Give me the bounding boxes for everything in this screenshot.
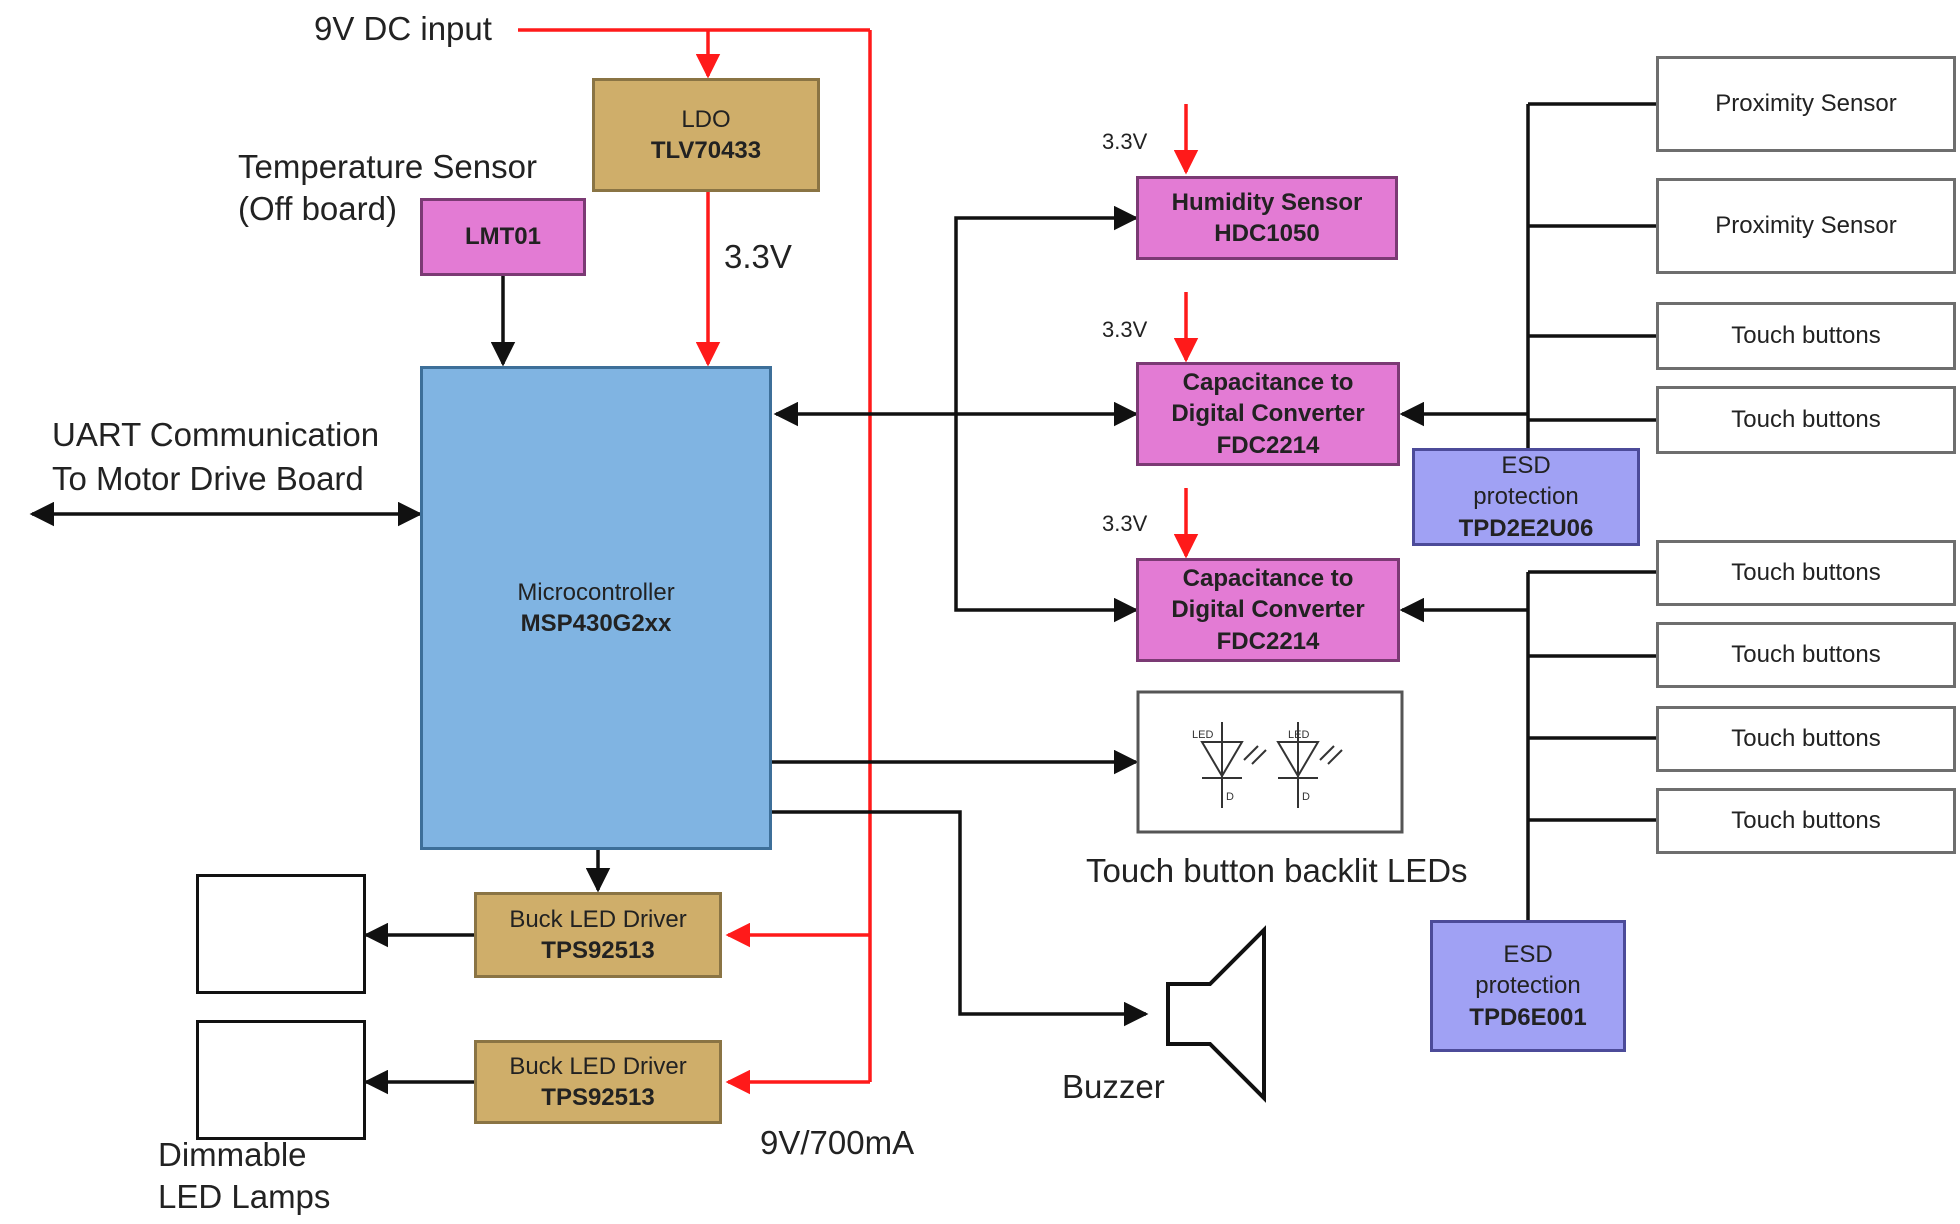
cdc1-title2: Digital Converter bbox=[1171, 400, 1365, 428]
esd1-block: ESD protection TPD2E2U06 bbox=[1412, 448, 1640, 546]
v33-cdc2-label: 3.3V bbox=[1102, 511, 1148, 536]
bus-to-humidity bbox=[954, 205, 1139, 414]
led1-top-label: LED bbox=[1192, 729, 1213, 741]
uart-label-1: UART Communication bbox=[52, 416, 380, 453]
touch-buttons-1: Touch buttons bbox=[1656, 302, 1956, 370]
lamps-label-1: Dimmable bbox=[158, 1136, 307, 1173]
esd2-block: ESD protection TPD6E001 bbox=[1430, 920, 1626, 1052]
esd1-part: TPD2E2U06 bbox=[1458, 514, 1594, 542]
esd1-title: ESD bbox=[1501, 452, 1551, 480]
led2-bottom-label: D bbox=[1302, 791, 1310, 803]
proximity-sensor-1: Proximity Sensor bbox=[1656, 56, 1956, 152]
uart-label-2: To Motor Drive Board bbox=[52, 460, 364, 497]
led1-bottom-label: D bbox=[1226, 791, 1234, 803]
lmt01-part: LMT01 bbox=[464, 223, 541, 251]
ldo-part: TLV70433 bbox=[650, 137, 762, 164]
bus-to-cdc2 bbox=[954, 414, 1139, 623]
lmt01-block: LMT01 bbox=[420, 198, 586, 276]
buck1-title: Buck LED Driver bbox=[509, 905, 687, 933]
mcu-to-buzzer bbox=[772, 810, 1149, 1027]
signal-wires bbox=[29, 102, 1656, 1095]
v33-humidity-label: 3.3V bbox=[1102, 129, 1148, 154]
cdc2-block: Capacitance to Digital Converter FDC2214 bbox=[1136, 558, 1400, 662]
buck2-title: Buck LED Driver bbox=[509, 1052, 687, 1080]
ldo-title: LDO bbox=[681, 105, 731, 133]
cdc2-title2: Digital Converter bbox=[1171, 596, 1365, 624]
esd2-part: TPD6E001 bbox=[1469, 1003, 1587, 1031]
lamp1-frame bbox=[196, 874, 366, 994]
touch-buttons-6: Touch buttons bbox=[1656, 788, 1956, 854]
cdc2-title: Capacitance to bbox=[1182, 565, 1354, 593]
touch-buttons-2: Touch buttons bbox=[1656, 386, 1956, 454]
touch-buttons-5: Touch buttons bbox=[1656, 706, 1956, 772]
touch-buttons-3: Touch buttons bbox=[1656, 540, 1956, 606]
buzzer-label: Buzzer bbox=[1062, 1068, 1165, 1105]
buck1-block: Buck LED Driver TPS92513 bbox=[474, 892, 722, 978]
lamp2-frame bbox=[196, 1020, 366, 1140]
temp-sensor-label-1: Temperature Sensor bbox=[238, 148, 537, 185]
power-wires bbox=[518, 28, 1199, 1095]
esd2-title2: protection bbox=[1475, 972, 1581, 1000]
esd1-title2: protection bbox=[1473, 483, 1579, 511]
buzzer-speaker-icon bbox=[1166, 925, 1266, 1103]
mcu-block: Microcontroller MSP430G2xx bbox=[420, 366, 772, 850]
touch-buttons-4: Touch buttons bbox=[1656, 622, 1956, 688]
mcu-part: MSP430G2xx bbox=[520, 610, 672, 637]
mcu-title: Microcontroller bbox=[517, 578, 675, 606]
v33-cdc1-label: 3.3V bbox=[1102, 317, 1148, 342]
lamps-label-2: LED Lamps bbox=[158, 1178, 331, 1215]
temp-sensor-label-2: (Off board) bbox=[238, 190, 397, 227]
esd2-title: ESD bbox=[1503, 941, 1553, 969]
backlit-led-box bbox=[1136, 690, 1404, 834]
ldo-block: LDO TLV70433 bbox=[592, 78, 820, 192]
backlit-leds-label: Touch button backlit LEDs bbox=[1086, 852, 1468, 889]
humidity-block: Humidity Sensor HDC1050 bbox=[1136, 176, 1398, 260]
buck1-part: TPS92513 bbox=[541, 937, 655, 964]
humidity-part: HDC1050 bbox=[1214, 220, 1320, 247]
ldo-output-voltage: 3.3V bbox=[724, 238, 792, 275]
cdc2-part: FDC2214 bbox=[1216, 627, 1320, 655]
cdc1-part: FDC2214 bbox=[1216, 431, 1320, 459]
led2-top-label: LED bbox=[1288, 729, 1309, 741]
humidity-title: Humidity Sensor bbox=[1171, 188, 1363, 216]
led-symbol-icon bbox=[1200, 722, 1343, 808]
cdc1-title: Capacitance to bbox=[1182, 369, 1354, 397]
buck2-block: Buck LED Driver TPS92513 bbox=[474, 1040, 722, 1124]
proximity-sensor-2: Proximity Sensor bbox=[1656, 178, 1956, 274]
buck2-part: TPS92513 bbox=[541, 1084, 655, 1111]
dc-input-label: 9V DC input bbox=[314, 10, 492, 47]
cdc1-block: Capacitance to Digital Converter FDC2214 bbox=[1136, 362, 1400, 466]
led-output-label: 9V/700mA bbox=[760, 1124, 915, 1161]
